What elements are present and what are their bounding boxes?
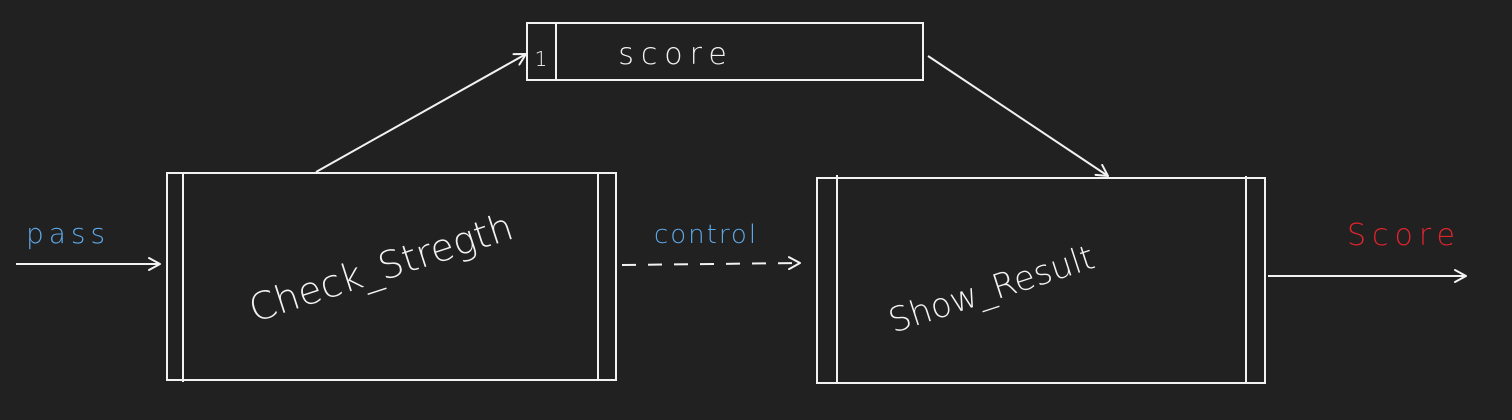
flow-label: Score [1347,218,1461,253]
flow-label: pass [26,217,110,250]
flow-control: control [621,220,801,271]
datastore-box [526,22,924,81]
flow-arrow-to-datastore [315,53,527,173]
datastore-label: score [618,37,734,72]
datastore-score: 1 score [526,22,924,81]
flow-output-score: Score [1268,218,1467,283]
process-label: Check_Stregth [243,204,518,332]
flow-input-pass: pass [16,217,161,271]
flow-arrow-from-datastore [927,55,1109,177]
process-show-result: Show_Result [816,175,1266,384]
process-check-strength: Check_Stregth [166,172,617,382]
process-label: Show_Result [884,237,1100,341]
datastore-id: 1 [535,47,548,71]
flow-dashed-arrow [621,256,801,271]
process-box [166,172,617,381]
process-box [816,177,1266,384]
flow-label: control [654,220,758,250]
